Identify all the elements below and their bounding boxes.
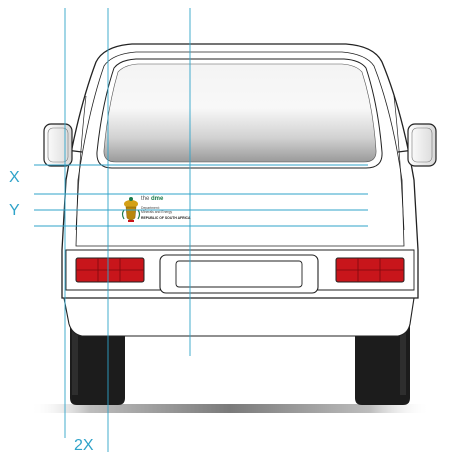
logo-title-dme: dme bbox=[151, 196, 164, 202]
ground-shadow bbox=[30, 404, 430, 413]
logo-department-line: Department: bbox=[141, 206, 160, 210]
guide-label-x: X bbox=[9, 169, 20, 186]
rear-window-glass bbox=[103, 63, 377, 163]
logo-ministry-line: Minerals and Energy bbox=[141, 210, 173, 214]
left-tail-light bbox=[75, 257, 145, 283]
guide-label-y: Y bbox=[9, 202, 20, 219]
logo-title-the: the bbox=[141, 196, 150, 202]
right-mirror bbox=[397, 123, 437, 167]
number-plate bbox=[175, 260, 303, 288]
rear-door-outline bbox=[75, 51, 405, 247]
right-tail-light bbox=[335, 257, 405, 283]
guide-label-2x: 2X bbox=[74, 437, 94, 454]
rear-bumper bbox=[63, 297, 415, 337]
right-tyre bbox=[355, 318, 410, 405]
logo-title: the dme bbox=[141, 196, 163, 202]
logo-country-line: REPUBLIC OF SOUTH AFRICA bbox=[141, 215, 191, 220]
left-tyre bbox=[70, 318, 125, 405]
